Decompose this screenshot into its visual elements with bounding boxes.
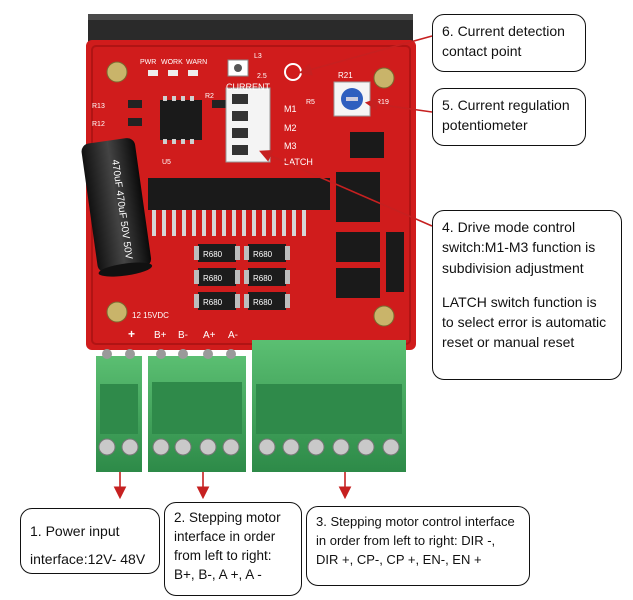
callout-4: 4. Drive mode control switch:M1-M3 funct… [432, 210, 622, 380]
label-aplus: A+ [203, 330, 216, 341]
callout-6-line: contact point [442, 43, 522, 60]
callout-1-line: interface:12V- 48V [30, 551, 146, 568]
label-r19: R19 [376, 99, 389, 106]
resistor-label: R680 [203, 298, 223, 307]
callout-5-line: potentiometer [442, 117, 528, 134]
label-voltage: 12 15VDC [132, 311, 169, 320]
label-plus: + [128, 327, 135, 341]
callout-3-line: DIR +, CP-, CP +, EN-, EN + [316, 551, 482, 567]
label-r21: R21 [338, 71, 353, 80]
label-current: CURRENT [226, 82, 271, 92]
mounting-screws [106, 61, 395, 327]
resistor-label: R680 [203, 250, 223, 259]
callout-1-line: 1. Power input [30, 523, 120, 539]
terminal-motor [148, 356, 246, 472]
callout-4-line: to select error is automatic [442, 314, 607, 331]
label-m3: M3 [284, 141, 297, 151]
label-u5: U5 [162, 159, 171, 166]
label-latch: LATCH [284, 157, 313, 167]
label-m2: M2 [284, 123, 297, 133]
ic-u5 [160, 100, 202, 140]
resistor-label: R680 [203, 274, 223, 283]
sense-resistors [198, 244, 286, 310]
label-r12: R12 [92, 121, 105, 128]
callout-6-line: 6. Current detection [442, 23, 565, 39]
callout-3: 3. Stepping motor control interface in o… [306, 506, 530, 586]
callout-2-line: B+, B-, A +, A - [174, 566, 262, 582]
callout-2: 2. Stepping motor interface in order fro… [164, 502, 302, 596]
label-l2: 2.5 [257, 73, 267, 80]
resistor-label: R680 [253, 250, 273, 259]
driver-ic [148, 178, 330, 210]
label-work: WORK [161, 59, 183, 66]
callout-4-line: switch:M1-M3 function is [442, 239, 596, 256]
label-l3: L3 [254, 53, 262, 60]
resistor-label: R680 [253, 274, 273, 283]
callout-2-line: 2. Stepping motor [174, 510, 281, 525]
terminal-control [252, 340, 406, 472]
leader-5 [364, 97, 433, 113]
leader-4 [259, 149, 433, 227]
callout-4-line: reset or manual reset [442, 334, 575, 351]
callout-4-line: LATCH switch function is [442, 293, 597, 310]
callout-5-line: 5. Current regulation [442, 97, 570, 113]
capacitor [81, 138, 153, 277]
callout-3-line: in order from left to right: DIR -, [316, 532, 496, 548]
callout-4-line: 4. Drive mode control [442, 219, 576, 235]
label-bplus: B+ [154, 330, 167, 341]
label-pwr: PWR [140, 59, 156, 66]
label-bminus: B- [178, 330, 188, 341]
callout-1: 1. Power input interface:12V- 48V [20, 508, 160, 574]
label-r13: R13 [92, 103, 105, 110]
leader-6 [298, 35, 433, 76]
callout-3-line: 3. Stepping motor control interface [316, 514, 515, 529]
terminal-power [96, 356, 142, 472]
label-r2: R2 [205, 93, 214, 100]
label-aminus: A- [228, 330, 238, 341]
label-r5: R5 [306, 99, 315, 106]
resistor-label: R680 [253, 298, 273, 307]
callout-6: 6. Current detection contact point [432, 14, 586, 72]
callout-2-line: interface in order [174, 528, 276, 544]
callout-5: 5. Current regulation potentiometer [432, 88, 586, 146]
callout-2-line: from left to right: [174, 547, 272, 563]
label-warn: WARN [186, 59, 207, 66]
callout-4-line: subdivision adjustment [442, 259, 584, 276]
label-m1: M1 [284, 104, 297, 114]
